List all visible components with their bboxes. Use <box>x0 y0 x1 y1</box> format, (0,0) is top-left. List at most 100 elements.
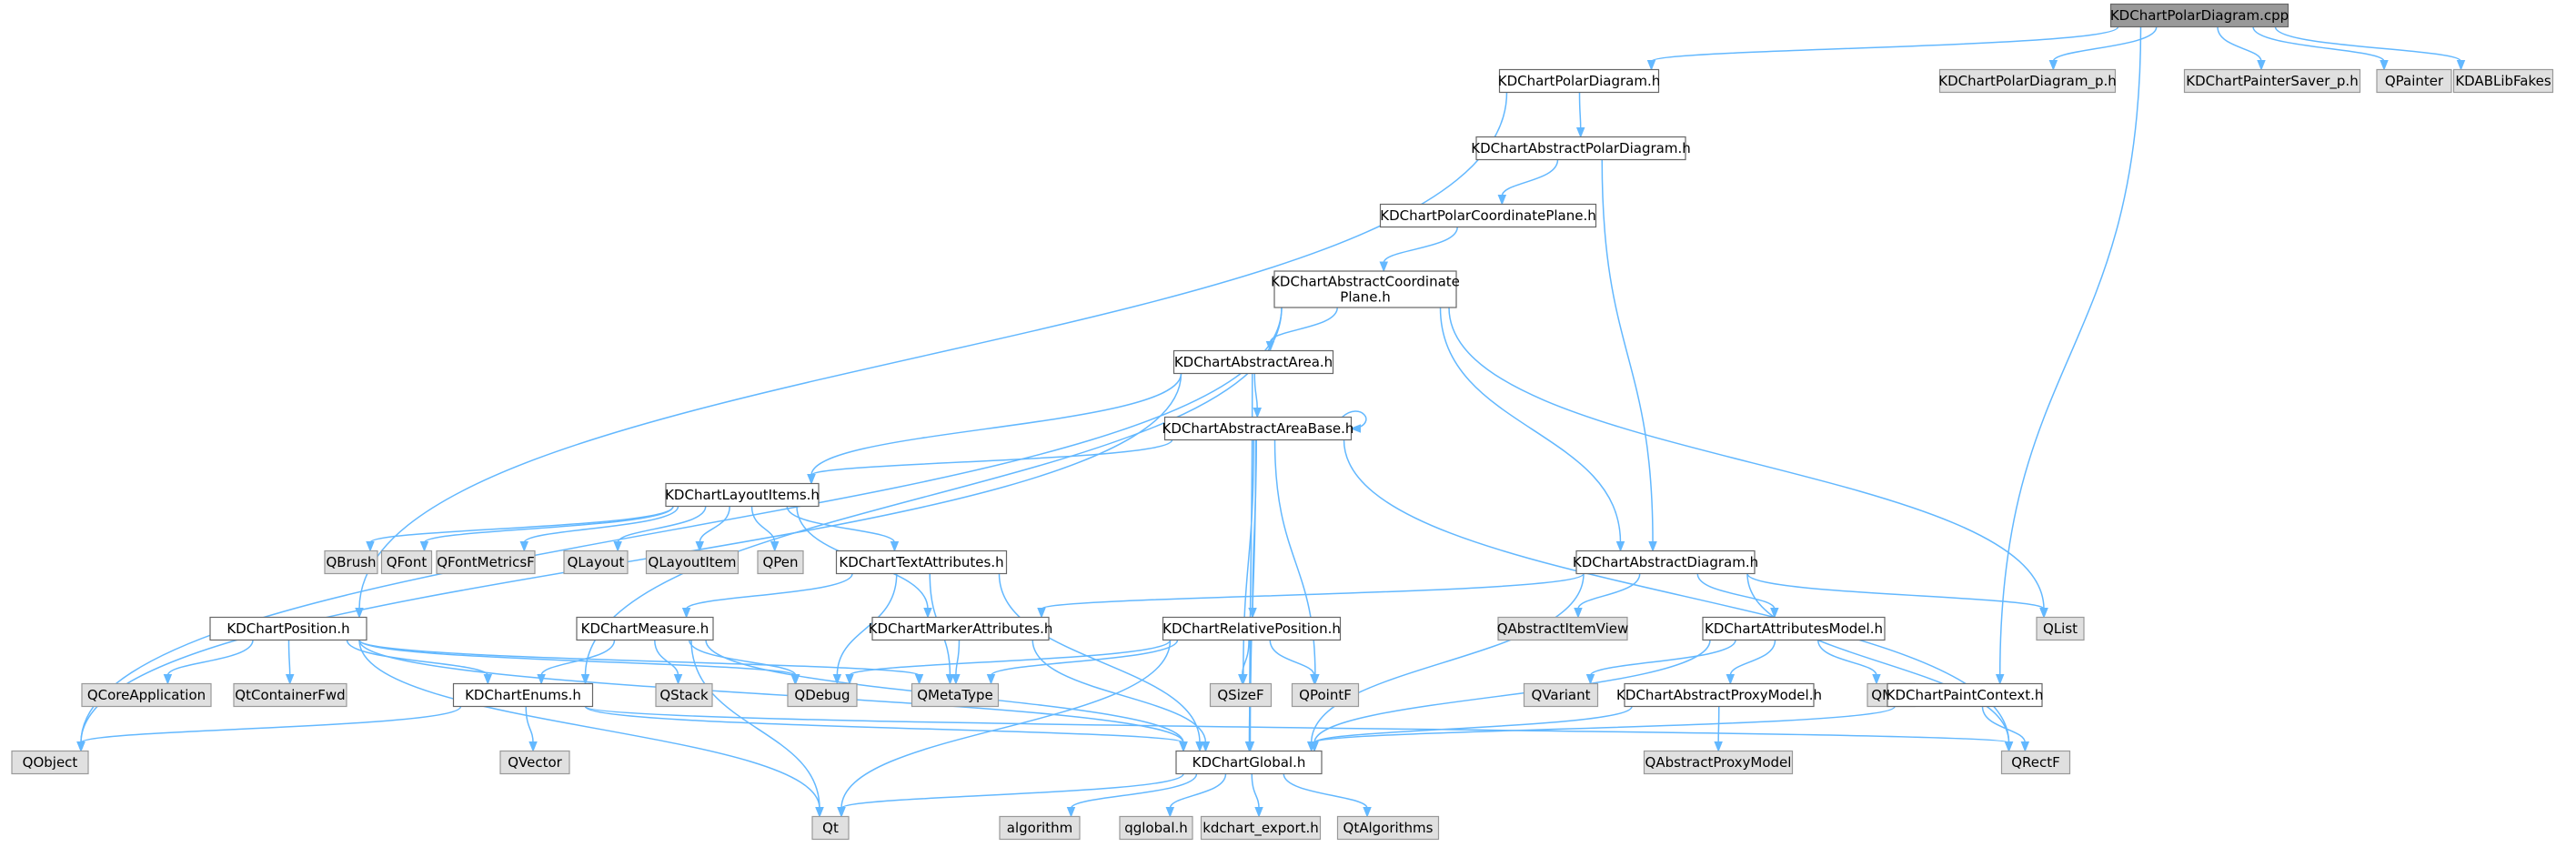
node-label: QtAlgorithms <box>1343 820 1434 836</box>
node-label: QMetaType <box>917 687 993 703</box>
node-qabsitemview: QAbstractItemView <box>1497 616 1629 641</box>
edge-line <box>584 705 1184 744</box>
edge-layoutitems-to-textattr <box>786 506 900 552</box>
edge-arrowhead <box>791 674 800 685</box>
node-label: KDChartAbstractPolarDiagram.h <box>1471 140 1690 156</box>
node-markerattr[interactable]: KDChartMarkerAttributes.h <box>869 616 1053 641</box>
edge-arrowhead <box>76 741 86 752</box>
edge-arrowhead <box>285 674 295 685</box>
node-attrmodel[interactable]: KDChartAttributesModel.h <box>1702 616 1886 641</box>
node-abspolar[interactable]: KDChartAbstractPolarDiagram.h <box>1471 136 1691 161</box>
node-box <box>1938 68 2117 94</box>
node-label: QFont <box>387 554 428 570</box>
node-position[interactable]: KDChartPosition.h <box>209 616 367 641</box>
edge-line <box>358 640 820 809</box>
edge-arrowhead <box>2048 60 2058 71</box>
node-box <box>2183 68 2361 94</box>
edge-line <box>654 640 679 676</box>
node-box <box>499 750 570 775</box>
edge-arrowhead <box>1310 674 1319 685</box>
edge-line <box>2274 26 2462 63</box>
edge-measure-to-qstack <box>654 640 683 685</box>
edge-layoutitems-to-qfontmetrics <box>519 506 679 552</box>
node-absareabase[interactable]: KDChartAbstractAreaBase.h <box>1162 416 1354 441</box>
edge-line <box>990 640 1179 677</box>
edge-relpos-to-qpointf <box>1269 640 1319 685</box>
edge-line <box>1696 573 1776 610</box>
edge-arrowhead <box>914 674 924 685</box>
edge-measure-to-qt <box>690 640 824 818</box>
edge-line <box>840 772 1184 810</box>
node-measure[interactable]: KDChartMeasure.h <box>576 616 714 641</box>
node-box <box>2036 616 2085 641</box>
node-label: KDChartMeasure.h <box>581 620 709 637</box>
edge-arrowhead <box>770 541 780 552</box>
edge-global-to-qt <box>837 772 1184 818</box>
node-enums[interactable]: KDChartEnums.h <box>452 682 594 708</box>
edge-line <box>1070 773 1198 809</box>
node-box <box>1209 682 1273 708</box>
node-box <box>1119 815 1193 841</box>
edge-abscoord-to-enums <box>580 307 1283 685</box>
node-textattr[interactable]: KDChartTextAttributes.h <box>835 550 1008 575</box>
edge-arrowhead <box>1238 674 1247 685</box>
edge-layoutitems-to-qlayout <box>613 506 707 552</box>
edge-line <box>840 640 1172 809</box>
edge-line <box>955 640 961 676</box>
node-label: qglobal.h <box>1124 820 1188 836</box>
node-label: QAbstractItemView <box>1497 620 1629 637</box>
edge-absproxy-to-qabsproxymodel <box>1714 706 1723 752</box>
node-box <box>563 550 629 575</box>
node-label: QRectF <box>2011 754 2060 771</box>
node-qsizef: QSizeF <box>1209 682 1273 708</box>
edge-polar_h-to-abspolar <box>1575 92 1585 138</box>
edge-arrowhead <box>1037 608 1046 619</box>
edge-absdiagram-to-qrectf <box>1746 573 2014 752</box>
node-layoutitems[interactable]: KDChartLayoutItems.h <box>665 482 820 508</box>
node-absproxy[interactable]: KDChartAbstractProxyModel.h <box>1616 682 1822 708</box>
edges-layer <box>76 25 2466 818</box>
node-qabsproxymodel: QAbstractProxyModel <box>1643 750 1794 775</box>
node-label: QBrush <box>326 554 376 570</box>
edge-position-to-qtcontainer <box>285 640 295 685</box>
node-polarcoord[interactable]: KDChartPolarCoordinatePlane.h <box>1379 203 1597 228</box>
node-box <box>1475 136 1686 161</box>
edge-global-to-qglobal <box>1165 773 1227 818</box>
edge-line <box>358 639 796 677</box>
edge-arrowhead <box>845 674 854 685</box>
node-relpos[interactable]: KDChartRelativePosition.h <box>1162 616 1342 641</box>
node-box <box>1175 750 1323 775</box>
edge-line <box>617 506 707 543</box>
node-label: QObject <box>23 754 78 771</box>
edge-relpos-to-qmetatype <box>986 640 1179 685</box>
edge-arrowhead <box>1165 807 1175 818</box>
edge-arrowhead <box>1363 807 1372 818</box>
node-qtcontainer: QtContainerFwd <box>233 682 347 708</box>
node-absdiagram[interactable]: KDChartAbstractDiagram.h <box>1573 550 1758 575</box>
edge-line <box>1501 159 1559 197</box>
node-box <box>2452 68 2554 94</box>
edge-line <box>523 506 679 543</box>
edge-line <box>1817 640 1877 676</box>
edge-relpos-to-qsizef <box>1238 640 1250 685</box>
node-qstack: QStack <box>655 682 713 708</box>
edge-arrowhead <box>807 474 816 485</box>
edge-arrowhead <box>483 674 493 685</box>
nodes-layer: KDChartPolarDiagram.cppKDChartPolarDiagr… <box>11 3 2554 841</box>
edge-arrowhead <box>815 807 824 818</box>
edge-line <box>1269 307 1338 343</box>
node-paintctx[interactable]: KDChartPaintContext.h <box>1887 682 2044 708</box>
edge-arrowhead <box>2257 60 2266 71</box>
edge-arrowhead <box>2004 741 2014 752</box>
edge-textattr-to-measure <box>681 573 853 619</box>
node-global[interactable]: KDChartGlobal.h <box>1175 750 1323 775</box>
edge-arrowhead <box>2020 741 2030 752</box>
node-polar_h[interactable]: KDChartPolarDiagram.h <box>1498 68 1661 94</box>
node-box <box>871 616 1050 641</box>
edge-arrowhead <box>1254 807 1263 818</box>
node-absarea[interactable]: KDChartAbstractArea.h <box>1172 349 1334 375</box>
node-qobject: QObject <box>11 750 89 775</box>
node-box <box>233 682 347 708</box>
